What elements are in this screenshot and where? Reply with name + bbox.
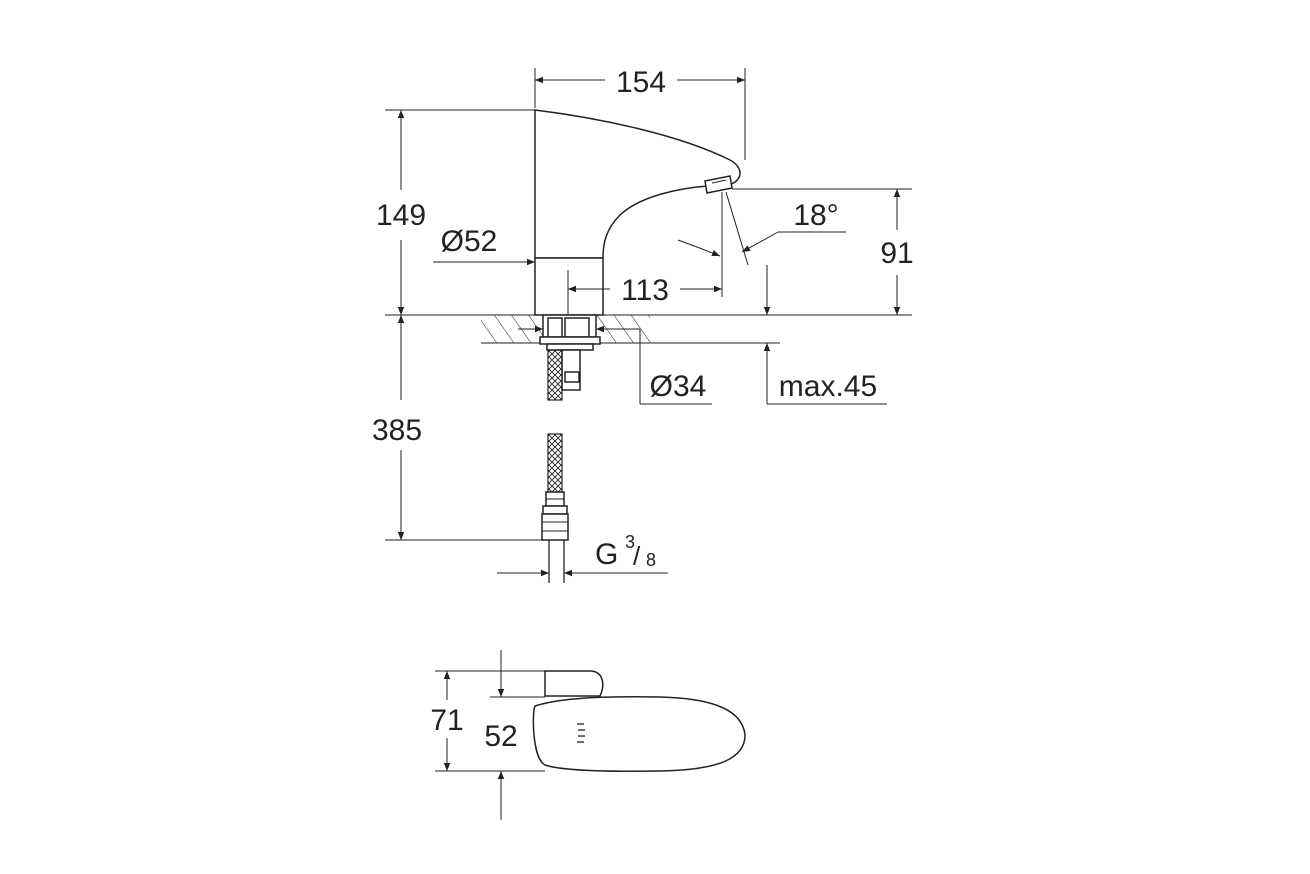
braided-hose <box>541 349 569 583</box>
sensor-window <box>577 723 585 743</box>
dimension-max-thickness: max.45 <box>600 342 887 405</box>
dimension-angle: 18° <box>677 191 846 266</box>
thread-den-label: 8 <box>646 550 656 570</box>
dim-max45-label: max.45 <box>779 370 877 403</box>
side-view: 154 149 Ø52 113 18° <box>372 66 914 583</box>
dim-91-label: 91 <box>880 237 913 270</box>
dim-angle-label: 18° <box>793 199 838 232</box>
dim-113-label: 113 <box>621 274 669 307</box>
faucet-base <box>534 257 604 316</box>
dim-71-label: 71 <box>430 704 463 737</box>
dimension-height: 149 <box>376 109 535 315</box>
dimension-hose-length: 385 <box>372 315 549 541</box>
dimension-spout-reach: 113 <box>567 192 723 315</box>
top-body-back <box>544 670 604 697</box>
dimension-hole-diameter: Ø34 <box>518 325 712 405</box>
dim-d34-label: Ø34 <box>650 370 707 403</box>
dim-149-label: 149 <box>376 199 426 232</box>
dim-52-label: 52 <box>484 720 517 753</box>
dimension-top-width: 52 <box>484 650 545 820</box>
mounting-hardware <box>539 314 601 391</box>
svg-text:/: / <box>633 541 641 571</box>
dimension-body-diameter: Ø52 <box>433 225 535 266</box>
dimension-top-height: 71 <box>430 670 545 772</box>
dim-154-label: 154 <box>616 66 666 99</box>
dimension-width: 154 <box>534 66 746 160</box>
thread-num-label: 3 <box>625 532 635 552</box>
dimension-thread: G 3 / 8 <box>497 532 668 577</box>
dim-385-label: 385 <box>372 414 422 447</box>
thread-g-label: G <box>595 538 618 571</box>
top-body <box>532 696 746 772</box>
dim-d52-label: Ø52 <box>441 225 498 258</box>
top-view: 71 52 <box>430 650 746 820</box>
dimension-spout-height: 91 <box>732 188 914 315</box>
